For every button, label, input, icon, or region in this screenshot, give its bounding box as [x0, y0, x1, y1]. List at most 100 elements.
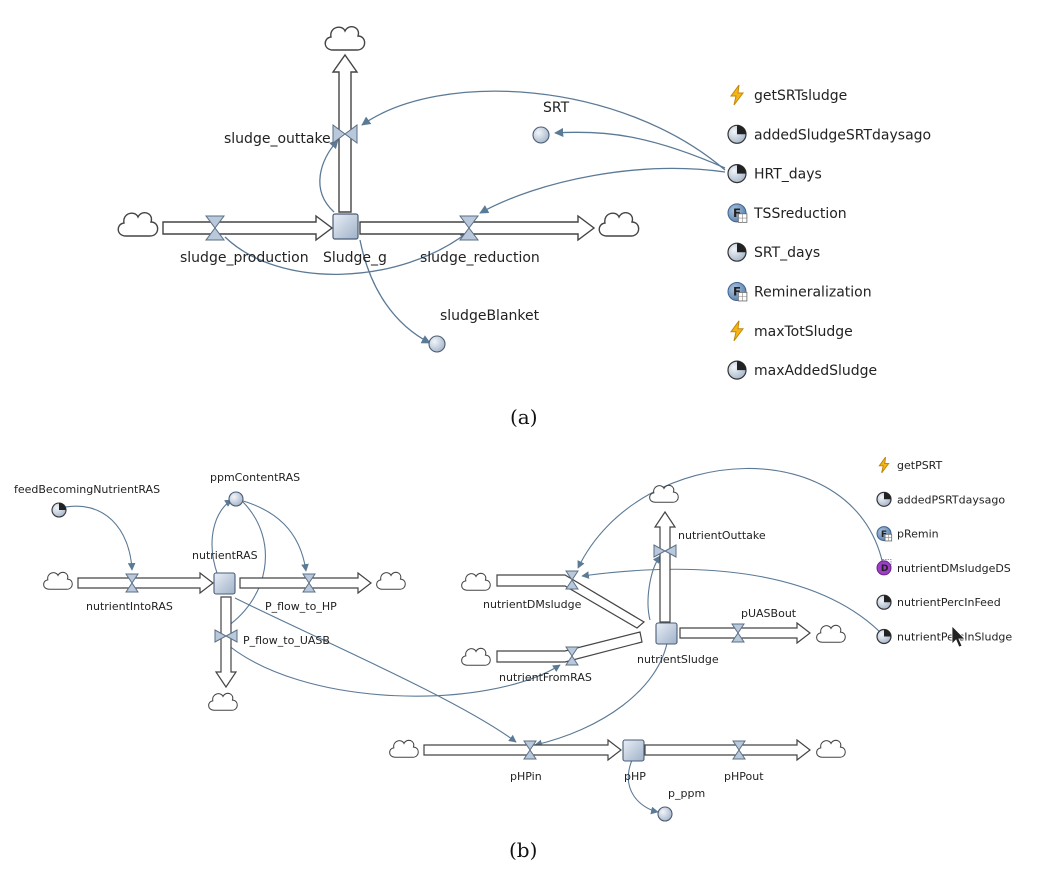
cloud-icon	[816, 739, 846, 758]
cloud-icon	[816, 624, 846, 643]
valve-icon[interactable]	[565, 646, 579, 666]
stock-php[interactable]	[622, 739, 645, 762]
label-nutrient-from-ras: nutrientFromRAS	[499, 671, 592, 684]
cursor-icon	[951, 625, 966, 648]
variable-icon	[876, 628, 892, 645]
valve-icon[interactable]	[459, 215, 479, 241]
label-sludge-production: sludge_production	[180, 250, 309, 266]
valve-icon[interactable]	[731, 623, 745, 643]
cloud-icon	[43, 571, 73, 590]
label-nutrient-sludge: nutrientSludge	[637, 653, 719, 666]
label-nutrient-outtake: nutrientOuttake	[678, 529, 766, 542]
variable-icon	[727, 124, 747, 144]
legend-b-item[interactable]: nutrientPercInFeed	[876, 594, 1001, 610]
valve-icon[interactable]	[732, 740, 746, 760]
legend-a-label: Remineralization	[754, 285, 872, 301]
legend-a-label: SRT_days	[754, 245, 820, 261]
valve-icon[interactable]	[214, 629, 238, 643]
variable-icon	[727, 360, 747, 380]
label-nutrient-into-ras: nutrientIntoRAS	[86, 600, 173, 613]
label-p-flow-to-hp: P_flow_to_HP	[265, 600, 337, 613]
valve-icon[interactable]	[332, 124, 358, 144]
caption-b: (b)	[509, 838, 537, 862]
svg-text:F: F	[733, 285, 741, 299]
legend-a-label: maxTotSludge	[754, 324, 853, 340]
legend-a-item[interactable]: HRT_days	[727, 164, 822, 184]
legend-a-item[interactable]: F TSSreduction	[727, 203, 847, 223]
legend-a-label: maxAddedSludge	[754, 363, 877, 379]
label-sludge-outtake: sludge_outtake	[224, 131, 331, 147]
variable-icon	[727, 164, 747, 184]
label-php: pHP	[624, 770, 646, 783]
stock-nutrient-sludge[interactable]	[655, 622, 678, 645]
svg-text:F: F	[881, 530, 887, 540]
panel-b: feedBecomingNutrientRAS ppmContentRAS nu…	[14, 456, 1012, 862]
lightning-icon	[730, 320, 744, 342]
flow-pipe-nutrient-from-ras	[496, 631, 643, 663]
svg-text:F: F	[733, 206, 741, 220]
legend-a-item[interactable]: maxAddedSludge	[727, 360, 877, 380]
label-feed-becoming-nutrient-ras: feedBecomingNutrientRAS	[14, 483, 160, 496]
legend-b-item[interactable]: getPSRT	[878, 456, 943, 474]
legend-b-label: addedPSRTdaysago	[897, 493, 1005, 506]
variable-srt[interactable]	[532, 126, 550, 144]
label-nutrient-ras: nutrientRAS	[192, 549, 258, 562]
cloud-icon	[598, 211, 640, 237]
label-sludge-g: Sludge_g	[323, 250, 387, 266]
flow-pipe-p-flow-to-uasb	[214, 596, 238, 689]
legend-b-label: nutrientDMsludgeDS	[897, 562, 1011, 575]
valve-icon[interactable]	[565, 570, 579, 590]
legend-b-label: getPSRT	[897, 459, 943, 472]
legend-b-label: pRemin	[897, 528, 939, 541]
legend-a-label: HRT_days	[754, 167, 822, 183]
variable-ppm-content-ras[interactable]	[228, 491, 244, 507]
legend-a-item[interactable]: maxTotSludge	[730, 320, 853, 342]
valve-icon[interactable]	[653, 544, 677, 558]
label-sludge-reduction: sludge_reduction	[420, 250, 540, 266]
legend-b-item[interactable]: nutrientPercInSludge	[876, 628, 1012, 645]
label-p-flow-to-uasb: P_flow_to_UASB	[243, 634, 330, 647]
label-p-ppm: p_ppm	[668, 787, 705, 800]
legend-a-item[interactable]: getSRTsludge	[730, 84, 847, 106]
legend-a-item[interactable]: F Remineralization	[727, 282, 872, 302]
table-function-icon: F	[727, 282, 748, 302]
flow-pipe-nutrient-outtake	[653, 510, 677, 623]
cloud-icon	[208, 692, 238, 711]
variable-sludge-blanket[interactable]	[428, 335, 446, 353]
svg-text:D: D	[881, 564, 889, 574]
flow-pipe-phpout	[644, 738, 811, 762]
variable-icon	[727, 242, 747, 262]
caption-a: (a)	[510, 405, 538, 429]
valve-icon[interactable]	[302, 573, 316, 593]
flow-pipe-sludge-production	[162, 214, 334, 242]
cloud-icon	[324, 25, 366, 51]
legend-b-item[interactable]: addedPSRTdaysago	[876, 491, 1005, 507]
label-phpin: pHPin	[510, 770, 542, 783]
legend-a-label: addedSludgeSRTdaysago	[754, 127, 931, 143]
flow-pipe-phpin	[423, 738, 622, 762]
flow-pipe-p-flow-to-hp	[239, 571, 372, 595]
valve-icon[interactable]	[125, 573, 139, 593]
label-sludge-blanket: sludgeBlanket	[440, 308, 540, 324]
variable-p-ppm[interactable]	[657, 806, 673, 822]
stock-nutrient-ras[interactable]	[213, 572, 236, 595]
legend-a-item[interactable]: SRT_days	[727, 242, 820, 262]
panel-a: sludge_outtake sludge_production Sludge_…	[117, 25, 931, 429]
variable-icon	[876, 491, 892, 507]
valve-icon[interactable]	[523, 740, 537, 760]
flow-pipe-nutrient-into-ras	[77, 571, 214, 595]
legend-panel-a: getSRTsludge addedSludgeSRTdaysagoHRT_day…	[727, 84, 931, 380]
cloud-icon	[461, 572, 491, 591]
legend-a-label: getSRTsludge	[754, 88, 847, 104]
legend-a-label: TSSreduction	[753, 206, 847, 222]
valve-icon[interactable]	[205, 215, 225, 241]
label-puasb-out: pUASBout	[741, 607, 797, 620]
label-nutrient-dm-sludge: nutrientDMsludge	[483, 598, 582, 611]
lightning-icon	[878, 456, 890, 474]
stock-sludge-g[interactable]	[332, 213, 359, 240]
legend-a-item[interactable]: addedSludgeSRTdaysago	[727, 124, 931, 144]
